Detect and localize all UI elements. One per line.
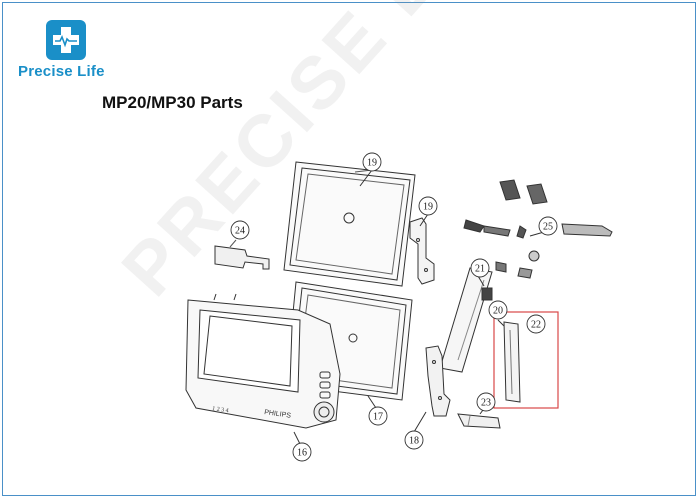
bezel-brand-label: PHILIPS [264, 409, 292, 420]
callout-25: 25 [543, 222, 553, 233]
callout-21: 21 [475, 264, 485, 275]
callout-18: 18 [409, 436, 419, 447]
precise-life-logo-icon [46, 20, 86, 60]
part-button-covers [463, 179, 613, 279]
part-strip [214, 239, 270, 270]
brand-name: Precise Life [18, 63, 105, 80]
callout-17: 17 [373, 412, 383, 423]
part-small-plate [457, 413, 501, 429]
page-title: MP20/MP30 Parts [102, 93, 243, 112]
bezel-small-text: 1 2 3 4 [212, 406, 229, 414]
part-side-bracket [425, 345, 451, 417]
part-touch-panel [283, 161, 416, 287]
callout-19a: 19 [367, 158, 377, 169]
part-front-bezel [185, 293, 341, 429]
callout-23: 23 [481, 398, 491, 409]
callout-19b: 19 [423, 202, 433, 213]
callout-20: 20 [493, 306, 503, 317]
callout-16: 16 [297, 448, 307, 459]
callout-22: 22 [531, 320, 541, 331]
image-frame [2, 2, 696, 496]
part-main-board [439, 267, 493, 373]
callout-24: 24 [235, 226, 245, 237]
part-bracket-right [409, 217, 435, 285]
part-22-highlight [493, 311, 559, 409]
